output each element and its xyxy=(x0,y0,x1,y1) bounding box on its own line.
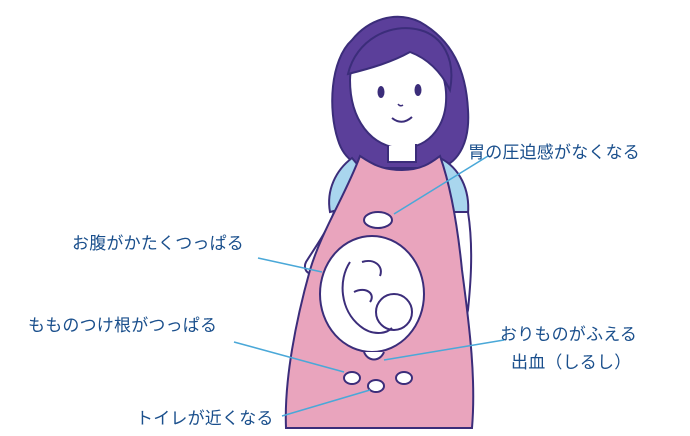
label-discharge: おりものがふえる xyxy=(500,325,638,345)
label-belly-tight: お腹がかたくつっぱる xyxy=(72,234,244,254)
left-thigh-joint xyxy=(343,371,361,385)
label-bleeding: 出血（しるし） xyxy=(511,353,632,373)
leader-stomach xyxy=(393,155,489,215)
cervix xyxy=(363,351,385,361)
nose xyxy=(397,103,404,107)
stomach xyxy=(363,211,393,229)
baby-body xyxy=(341,261,393,334)
label-stomach-pressure: 胃の圧迫感がなくなる xyxy=(468,143,640,163)
label-toilet-frequent: トイレが近くなる xyxy=(136,409,274,429)
hair-bangs xyxy=(346,27,453,94)
neck xyxy=(387,144,417,163)
baby-head xyxy=(375,293,413,331)
leader-thigh xyxy=(233,341,345,373)
left-eye xyxy=(377,86,385,98)
baby-limbs xyxy=(353,260,382,303)
leader-belly xyxy=(257,257,323,273)
label-thigh-tight: もものつけ根がつっぱる xyxy=(28,316,218,336)
bladder xyxy=(367,379,385,393)
leader-discharge xyxy=(383,339,505,361)
right-eye xyxy=(414,84,422,96)
mouth xyxy=(391,116,413,123)
leader-toilet xyxy=(281,389,371,417)
right-thigh-joint xyxy=(395,371,413,385)
